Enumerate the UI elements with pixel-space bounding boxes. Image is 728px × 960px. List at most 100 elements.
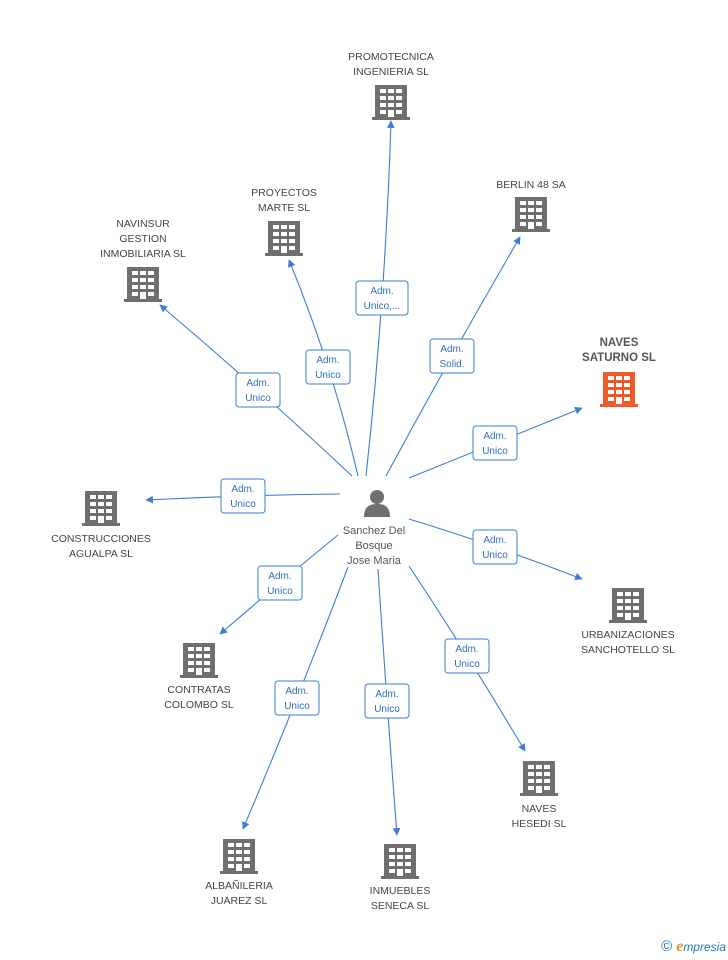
building-icon <box>180 643 218 678</box>
relation-box-albanileria[interactable]: Adm. Unico <box>274 680 320 716</box>
relation-box-frame <box>444 638 490 674</box>
company-label: SATURNO SL <box>582 352 656 364</box>
company-label: NAVES <box>600 337 639 349</box>
relation-label: Adm. <box>375 689 398 700</box>
relation-label: Unico <box>245 393 271 404</box>
relation-box-promotecnica[interactable]: Adm. Unico,... <box>355 280 409 316</box>
relation-label: Solid. <box>439 359 464 370</box>
building-icon <box>265 221 303 256</box>
person-label: Jose Maria <box>347 555 402 567</box>
relation-box-frame <box>220 478 266 514</box>
relation-label: Adm. <box>316 355 339 366</box>
relation-box-frame <box>472 529 518 565</box>
company-label: JUAREZ SL <box>211 895 268 907</box>
company-label: PROYECTOS <box>251 187 317 199</box>
company-label: BERLIN 48 SA <box>496 179 565 191</box>
company-node-naves-hesedi[interactable]: NAVES HESEDI SL <box>512 761 567 830</box>
person-icon <box>364 490 390 517</box>
building-icon <box>512 197 550 232</box>
relation-box-navinsur[interactable]: Adm. Unico <box>235 372 281 408</box>
relation-label: Adm. <box>370 286 393 297</box>
relation-box-contratas[interactable]: Adm. Unico <box>257 565 303 601</box>
relation-box-construcciones[interactable]: Adm. Unico <box>220 478 266 514</box>
company-node-promotecnica[interactable]: PROMOTECNICA INGENIERIA SL <box>348 51 434 120</box>
building-icon <box>220 839 258 874</box>
relation-box-frame <box>257 565 303 601</box>
relation-label: Adm. <box>285 686 308 697</box>
company-label: COLOMBO SL <box>164 699 234 711</box>
person-label: Bosque <box>355 540 392 552</box>
relation-label: Unico,... <box>364 301 401 312</box>
company-label: CONSTRUCCIONES <box>51 533 151 545</box>
company-label: SENECA SL <box>371 900 430 912</box>
company-label: INMOBILIARIA SL <box>100 248 186 260</box>
company-label: URBANIZACIONES <box>581 629 674 641</box>
company-node-contratas[interactable]: CONTRATAS COLOMBO SL <box>164 643 234 711</box>
relation-box-frame <box>472 425 518 461</box>
relation-box-frame <box>355 280 409 316</box>
company-label: INMUEBLES <box>370 885 431 897</box>
relation-box-berlin[interactable]: Adm. Solid. <box>429 338 475 374</box>
relation-label: Unico <box>315 370 341 381</box>
company-label: MARTE SL <box>258 202 310 214</box>
company-node-proyectos[interactable]: PROYECTOS MARTE SL <box>251 187 317 256</box>
relation-label: Unico <box>230 499 256 510</box>
company-node-naves-saturno[interactable]: NAVES SATURNO SL <box>582 337 656 407</box>
company-node-construcciones[interactable]: CONSTRUCCIONES AGUALPA SL <box>51 491 151 560</box>
building-icon <box>609 588 647 623</box>
relation-label: Adm. <box>246 378 269 389</box>
relation-label: Unico <box>454 659 480 670</box>
relation-label: Adm. <box>483 431 506 442</box>
building-icon <box>381 844 419 879</box>
company-node-inmuebles[interactable]: INMUEBLES SENECA SL <box>370 844 431 912</box>
building-icon <box>520 761 558 796</box>
relation-box-frame <box>429 338 475 374</box>
relation-box-frame <box>364 683 410 719</box>
person-head <box>370 490 384 504</box>
company-label: INGENIERIA SL <box>353 66 429 78</box>
building-icon <box>124 267 162 302</box>
relation-box-frame <box>274 680 320 716</box>
relation-label: Unico <box>267 586 293 597</box>
company-label: HESEDI SL <box>512 818 567 830</box>
relation-label: Unico <box>374 704 400 715</box>
company-label: CONTRATAS <box>167 684 230 696</box>
relation-label: Adm. <box>231 484 254 495</box>
relation-label: Adm. <box>483 535 506 546</box>
building-icon <box>600 372 638 407</box>
company-label: GESTION <box>119 233 166 245</box>
company-label: SANCHOTELLO SL <box>581 644 675 656</box>
relation-box-frame <box>235 372 281 408</box>
relation-box-proyectos[interactable]: Adm. Unico <box>305 349 351 385</box>
relation-box-naves-hesedi[interactable]: Adm. Unico <box>444 638 490 674</box>
relation-box-naves-saturno[interactable]: Adm. Unico <box>472 425 518 461</box>
building-icon <box>372 85 410 120</box>
company-node-urbanizaciones[interactable]: URBANIZACIONES SANCHOTELLO SL <box>581 588 675 656</box>
relation-label: Adm. <box>268 571 291 582</box>
relation-box-frame <box>305 349 351 385</box>
brand-name: mpresia <box>683 940 726 954</box>
company-node-albanileria[interactable]: ALBAÑILERIA JUAREZ SL <box>205 839 273 907</box>
company-label: ALBAÑILERIA <box>205 879 273 892</box>
relation-label: Adm. <box>455 644 478 655</box>
company-label: NAVES <box>522 803 557 815</box>
company-node-berlin[interactable]: BERLIN 48 SA <box>496 179 566 232</box>
copyright-icon: © <box>661 938 673 955</box>
footer-brand[interactable]: © e mpresia <box>661 938 726 956</box>
relation-label: Adm. <box>440 344 463 355</box>
relation-box-urbanizaciones[interactable]: Adm. Unico <box>472 529 518 565</box>
company-label: NAVINSUR <box>116 218 170 230</box>
person-label: Sanchez Del <box>343 525 405 537</box>
building-icon <box>82 491 120 526</box>
relation-box-inmuebles[interactable]: Adm. Unico <box>364 683 410 719</box>
relation-label: Unico <box>482 446 508 457</box>
company-node-navinsur[interactable]: NAVINSUR GESTION INMOBILIARIA SL <box>100 218 186 302</box>
company-label: AGUALPA SL <box>69 548 133 560</box>
relation-label: Unico <box>482 550 508 561</box>
company-label: PROMOTECNICA <box>348 51 434 63</box>
relation-label: Unico <box>284 701 310 712</box>
person-body <box>364 504 390 517</box>
brand-initial: e <box>676 938 684 955</box>
